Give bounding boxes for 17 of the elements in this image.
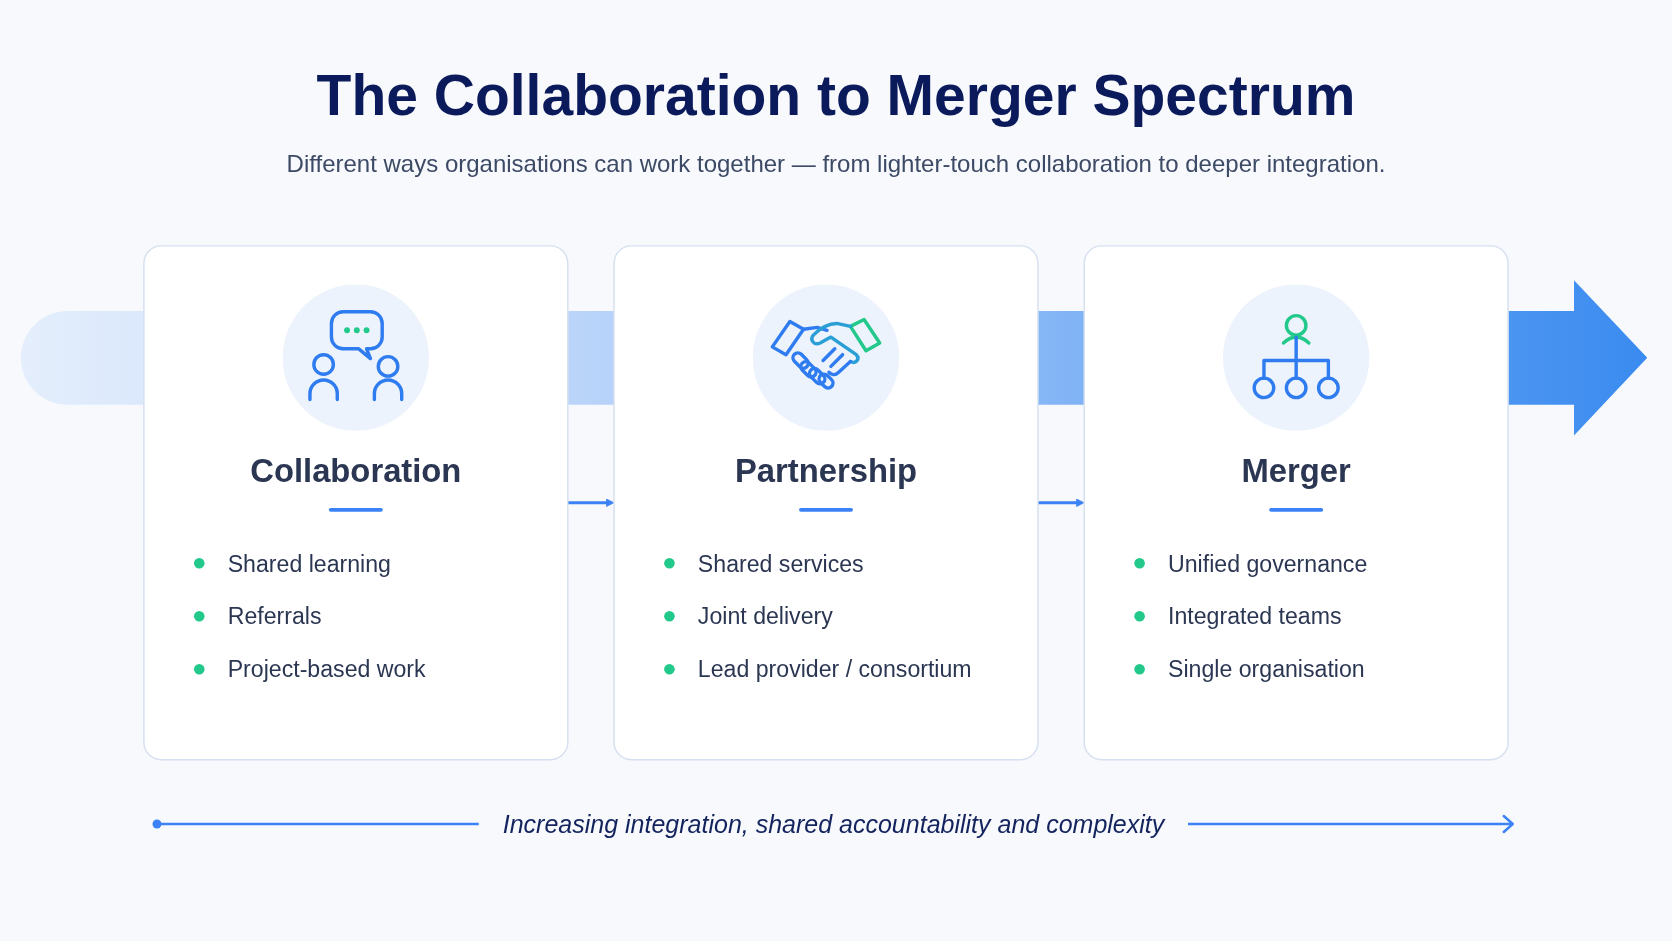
list-item: Lead provider / consortium <box>697 654 972 684</box>
subtitle: Different ways organisations can work together — from lighter-touch collaboration to deeper integration. <box>286 149 1386 179</box>
list-item: Integrated teams <box>1168 602 1342 632</box>
list-item: Project-based work <box>227 654 426 684</box>
card-heading: Partnership <box>734 451 917 491</box>
direction-label: Increasing integration, shared accountability and complexity <box>502 809 1165 840</box>
arrow <box>1037 498 1085 508</box>
list-item: Shared services <box>697 549 864 579</box>
list-item: Unified governance <box>1168 549 1368 579</box>
card-heading: Collaboration <box>250 451 462 491</box>
list-item: Shared learning <box>227 549 391 579</box>
card-heading: Merger <box>1241 451 1351 491</box>
list-item: Joint delivery <box>697 602 833 632</box>
arrow <box>567 498 615 508</box>
list-item: Referrals <box>227 602 322 632</box>
list-item: Single organisation <box>1168 654 1365 684</box>
title: The Collaboration to Merger Spectrum <box>316 62 1356 129</box>
